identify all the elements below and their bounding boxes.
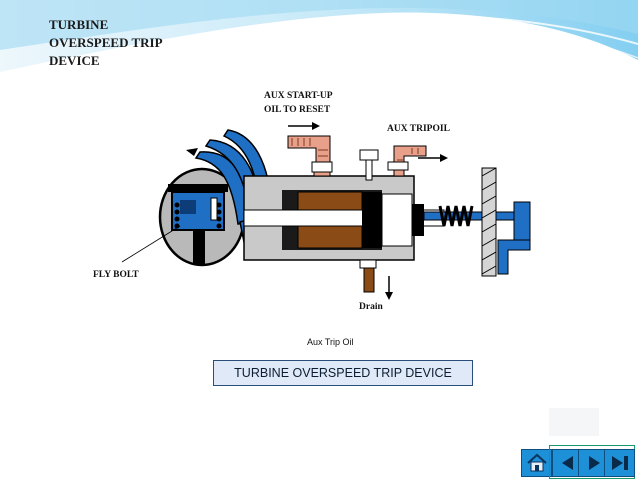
- blank-box: [549, 408, 599, 436]
- prev-button[interactable]: [552, 449, 583, 477]
- fly-bolt-assembly: [158, 167, 246, 267]
- end-icon: [611, 456, 628, 470]
- home-button[interactable]: [521, 449, 552, 477]
- figure-caption: TURBINE OVERSPEED TRIP DEVICE: [213, 360, 473, 386]
- aux-trip-oil-port: [387, 145, 427, 177]
- flow-arrows: [288, 122, 448, 300]
- fly-bolt-leader: [121, 225, 181, 263]
- end-button[interactable]: [604, 449, 635, 477]
- drain-port: [359, 259, 377, 293]
- aux-trip-oil-caption: Aux Trip Oil: [307, 337, 354, 347]
- next-arrow-icon: [588, 456, 600, 470]
- title-line-3: DEVICE: [49, 53, 100, 68]
- header-swoosh: [0, 0, 638, 72]
- next-button[interactable]: [578, 449, 609, 477]
- spring-assembly: [423, 167, 531, 277]
- aux-startup-line-2: OIL TO RESET: [264, 105, 331, 115]
- title-line-1: TURBINE: [49, 17, 109, 32]
- aux-trip-oil-label: AUX TRIPOIL: [387, 124, 450, 134]
- aux-startup-label: AUX START-UP OIL TO RESET: [264, 89, 333, 117]
- fly-bolt-label: FLY BOLT: [93, 270, 139, 280]
- home-icon: [526, 453, 547, 472]
- center-plug: [359, 149, 379, 181]
- drain-label: Drain: [359, 302, 383, 312]
- slide-title: TURBINE OVERSPEED TRIP DEVICE: [49, 16, 163, 70]
- aux-startup-line-1: AUX START-UP: [264, 91, 333, 101]
- aux-startup-port: [287, 135, 333, 177]
- title-line-2: OVERSPEED TRIP: [49, 35, 163, 50]
- prev-arrow-icon: [561, 456, 573, 470]
- valve-housing: [243, 175, 445, 261]
